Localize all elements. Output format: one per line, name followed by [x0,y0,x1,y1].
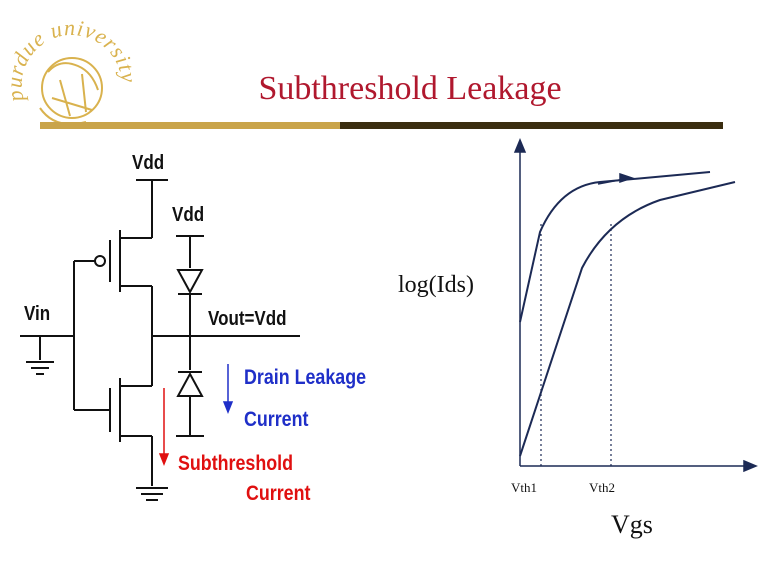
x-axis-label: Vgs [611,510,653,539]
vth2-tick-label: Vth2 [589,480,615,495]
drain-leakage-label: Drain Leakage [244,366,367,389]
top-diode-icon [176,269,204,295]
vdd-diode-label: Vdd [172,204,205,226]
vth1-tick-label: Vth1 [511,480,537,495]
y-axis-label: log(Ids) [398,272,474,298]
drain-leakage-current-label: Current [244,408,309,431]
vdd-top-label: Vdd [132,152,165,174]
subthreshold-current-label: Current [246,482,311,505]
vin-label: Vin [24,303,51,325]
curve-vth2 [519,181,736,457]
title-rule-accent [40,122,340,129]
title-rule [40,122,723,129]
vout-label: Vout=Vdd [208,308,287,330]
university-logo: purdue university [1,15,141,126]
x-axis-arrow-icon [743,459,758,473]
subthreshold-label: Subthreshold [178,452,294,475]
y-axis-arrow-icon [513,138,527,153]
slide-title: Subthreshold Leakage [258,70,562,107]
